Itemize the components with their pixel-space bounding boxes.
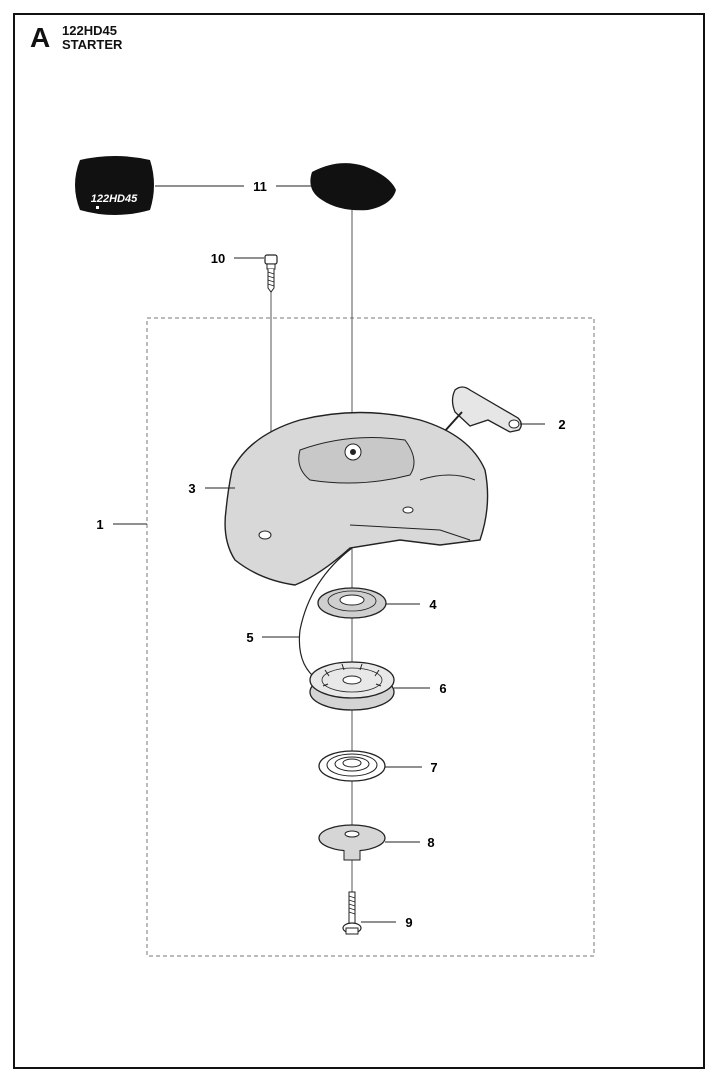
callout-7: 7 bbox=[430, 760, 437, 775]
recoil-spring-icon bbox=[317, 587, 387, 619]
decal-small bbox=[310, 163, 396, 211]
callout-10: 10 bbox=[211, 251, 225, 266]
washer-icon bbox=[318, 824, 386, 861]
starter-housing-icon bbox=[224, 411, 489, 586]
rope-pulley-icon bbox=[309, 661, 395, 711]
section-letter: A bbox=[30, 22, 51, 53]
callout-1: 1 bbox=[96, 517, 103, 532]
callout-3: 3 bbox=[188, 481, 195, 496]
page-frame bbox=[13, 13, 705, 1069]
spring-icon bbox=[318, 750, 386, 782]
starter-rope-icon bbox=[298, 547, 353, 681]
section-title: STARTER bbox=[62, 37, 123, 52]
decal-large: 122HD45 bbox=[75, 156, 154, 215]
callout-6: 6 bbox=[439, 681, 446, 696]
callout-9: 9 bbox=[405, 915, 412, 930]
callout-4: 4 bbox=[429, 597, 437, 612]
assembly-boundary bbox=[146, 317, 595, 957]
callout-2: 2 bbox=[558, 417, 565, 432]
model-number: 122HD45 bbox=[62, 23, 117, 38]
callout-5: 5 bbox=[246, 630, 253, 645]
housing-screw-icon bbox=[264, 254, 278, 293]
callout-8: 8 bbox=[427, 835, 434, 850]
center-screw-icon bbox=[342, 891, 362, 935]
callout-11: 11 bbox=[253, 179, 267, 194]
decal-text: 122HD45 bbox=[91, 193, 138, 205]
